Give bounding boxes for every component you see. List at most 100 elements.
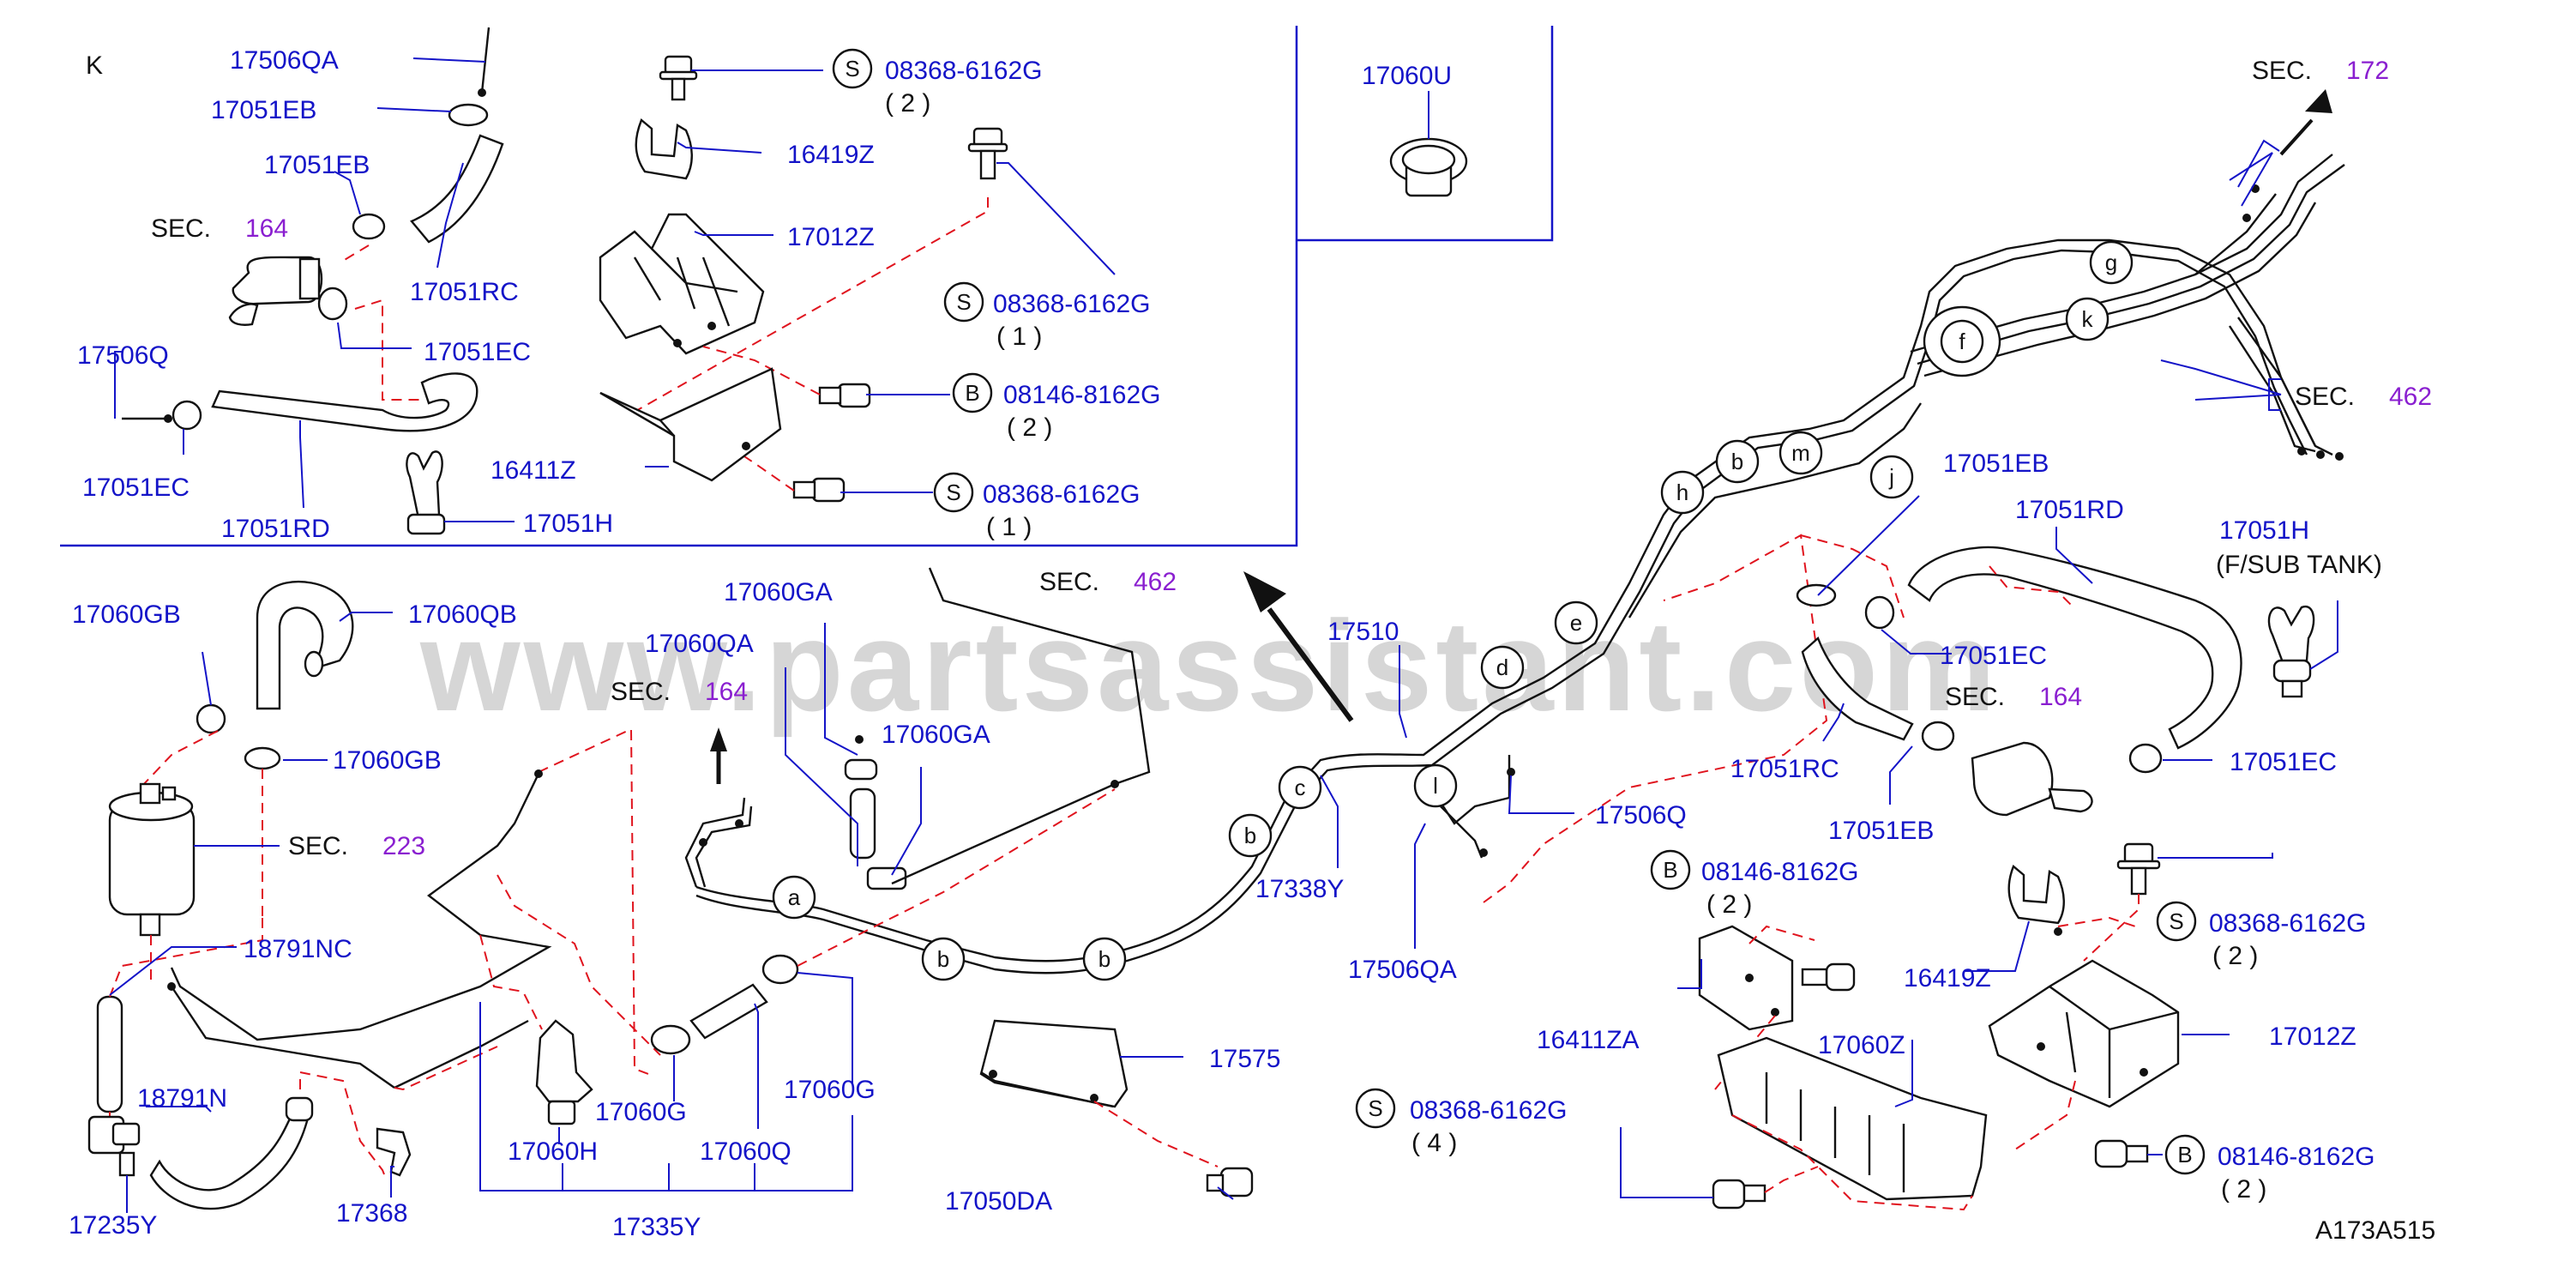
part-label: 17060QB: [408, 600, 517, 629]
section-word: SEC.: [1039, 568, 1099, 596]
quantity: ( 2 ): [885, 89, 930, 118]
part-label: 17051EC: [424, 338, 531, 366]
part-label: 08368-6162G: [1410, 1096, 1568, 1125]
part-label: 17506Q: [77, 341, 169, 370]
quantity: ( 2 ): [1706, 890, 1752, 919]
part-label: 17051H: [2219, 516, 2309, 545]
section-number: 164: [2039, 683, 2082, 711]
pipe-letter-m: m: [1791, 440, 1810, 466]
part-label: 17060U: [1362, 62, 1452, 90]
part-label: 17060G: [784, 1076, 876, 1104]
part-label: 17051EB: [264, 151, 370, 179]
section-word: SEC.: [1945, 683, 2005, 711]
part-label: 17051EB: [1943, 449, 2049, 478]
quantity: ( 4 ): [1411, 1129, 1457, 1157]
part-label: 17060GA: [882, 721, 990, 749]
section-number: 172: [2346, 57, 2389, 85]
part-label: 17051RC: [410, 278, 519, 306]
section-number: 462: [1134, 568, 1177, 596]
marker-s: S: [845, 56, 859, 81]
part-label: 18791NC: [244, 935, 352, 963]
part-label: 08368-6162G: [2209, 909, 2367, 938]
part-label: 17060Z: [1818, 1031, 1905, 1059]
part-label: 17051EB: [1828, 817, 1934, 845]
quantity: ( 2 ): [2212, 942, 2258, 970]
part-note: (F/SUB TANK): [2216, 551, 2382, 579]
watermark: www.partsassistant.com: [419, 594, 1999, 738]
section-references: SEC. 164 SEC. 172 SEC. 462 SEC. 462 SEC.…: [151, 57, 2432, 860]
part-label: 17060H: [508, 1137, 598, 1166]
inset-17060u-frame: [1297, 26, 1554, 242]
part-label: 17051EC: [2230, 748, 2337, 776]
part-label: 17506Q: [1595, 801, 1687, 830]
section-word: SEC.: [151, 214, 211, 243]
part-label: 08368-6162G: [983, 480, 1141, 509]
quantity: ( 2 ): [2221, 1175, 2266, 1204]
part-label: 17051RC: [1730, 755, 1839, 783]
part-label: 16419Z: [1904, 964, 1991, 992]
fastener-markers: S S B S B S S B: [832, 48, 2206, 1175]
part-label: 17060QA: [645, 630, 754, 658]
part-label: 08146-8162G: [1003, 381, 1161, 409]
part-label: 17368: [336, 1199, 407, 1228]
inset-label: K: [86, 51, 103, 80]
part-label: 08368-6162G: [993, 290, 1151, 318]
cap-17060u: [1389, 137, 1468, 197]
part-label: 17338Y: [1255, 875, 1344, 903]
marker-b: B: [1663, 857, 1677, 883]
canister-parts: [87, 567, 1151, 1210]
pipe-letters: a b b b c l d e h b m j f g k: [772, 240, 2134, 981]
part-label: 17060GB: [72, 600, 181, 629]
pipe-letter-e: e: [1570, 610, 1582, 636]
section-number: 164: [705, 678, 748, 706]
part-label: 08368-6162G: [885, 57, 1043, 85]
part-label: 17510: [1327, 618, 1399, 646]
inset-k-frame: [60, 26, 1298, 547]
part-label: 17060G: [595, 1098, 687, 1126]
part-label: 17575: [1209, 1045, 1280, 1073]
marker-b: B: [2177, 1142, 2192, 1167]
pipe-letter-k: k: [2082, 306, 2094, 332]
pipe-letter-d: d: [1496, 655, 1508, 680]
part-label: 08146-8162G: [2218, 1143, 2375, 1171]
section-number: 462: [2389, 383, 2432, 411]
marker-s: S: [956, 289, 971, 315]
part-label: 17506QA: [230, 46, 339, 75]
section-number: 223: [382, 832, 425, 860]
section-word: SEC.: [2252, 57, 2312, 85]
protector-17575: [979, 1019, 1254, 1198]
drawing-code: A173A515: [2315, 1216, 2435, 1245]
inset-k-parts: [122, 27, 1008, 535]
part-label: 16419Z: [787, 141, 875, 169]
part-label: 17235Y: [69, 1211, 157, 1240]
part-label: 17051H: [523, 510, 613, 538]
subtank-parts: [1483, 534, 2315, 1211]
leader-lines: [109, 57, 2338, 1213]
part-label: 08146-8162G: [1701, 858, 1859, 886]
pipe-letter-b: b: [1244, 823, 1256, 848]
marker-s: S: [946, 480, 960, 505]
part-label: 16411ZA: [1537, 1026, 1640, 1054]
section-word: SEC.: [2295, 383, 2355, 411]
quantity: ( 1 ): [996, 323, 1042, 351]
part-label: 17506QA: [1348, 956, 1457, 984]
part-label: 17051EB: [211, 96, 316, 124]
pipe-letter-a: a: [788, 884, 801, 910]
part-label: 17051EC: [82, 474, 190, 502]
part-label: 16411Z: [491, 456, 576, 485]
part-label: 17335Y: [612, 1213, 701, 1241]
pipe-letter-g: g: [2105, 250, 2117, 275]
pipe-letter-c: c: [1295, 775, 1306, 800]
part-label: 18791N: [137, 1084, 227, 1113]
pipe-letter-j: j: [1888, 464, 1894, 490]
part-label: 17060Q: [700, 1137, 791, 1166]
pipe-letter-b: b: [1731, 449, 1743, 474]
section-word: SEC.: [288, 832, 348, 860]
part-label: 17060GB: [333, 746, 442, 775]
marker-s: S: [1368, 1095, 1382, 1121]
part-label: 17051RD: [2015, 496, 2124, 524]
quantity: ( 1 ): [986, 513, 1032, 541]
part-labels: 17506QA 17051EB 17051EB 17051RC 17051EC …: [69, 46, 2382, 1241]
marker-b: B: [965, 380, 979, 406]
